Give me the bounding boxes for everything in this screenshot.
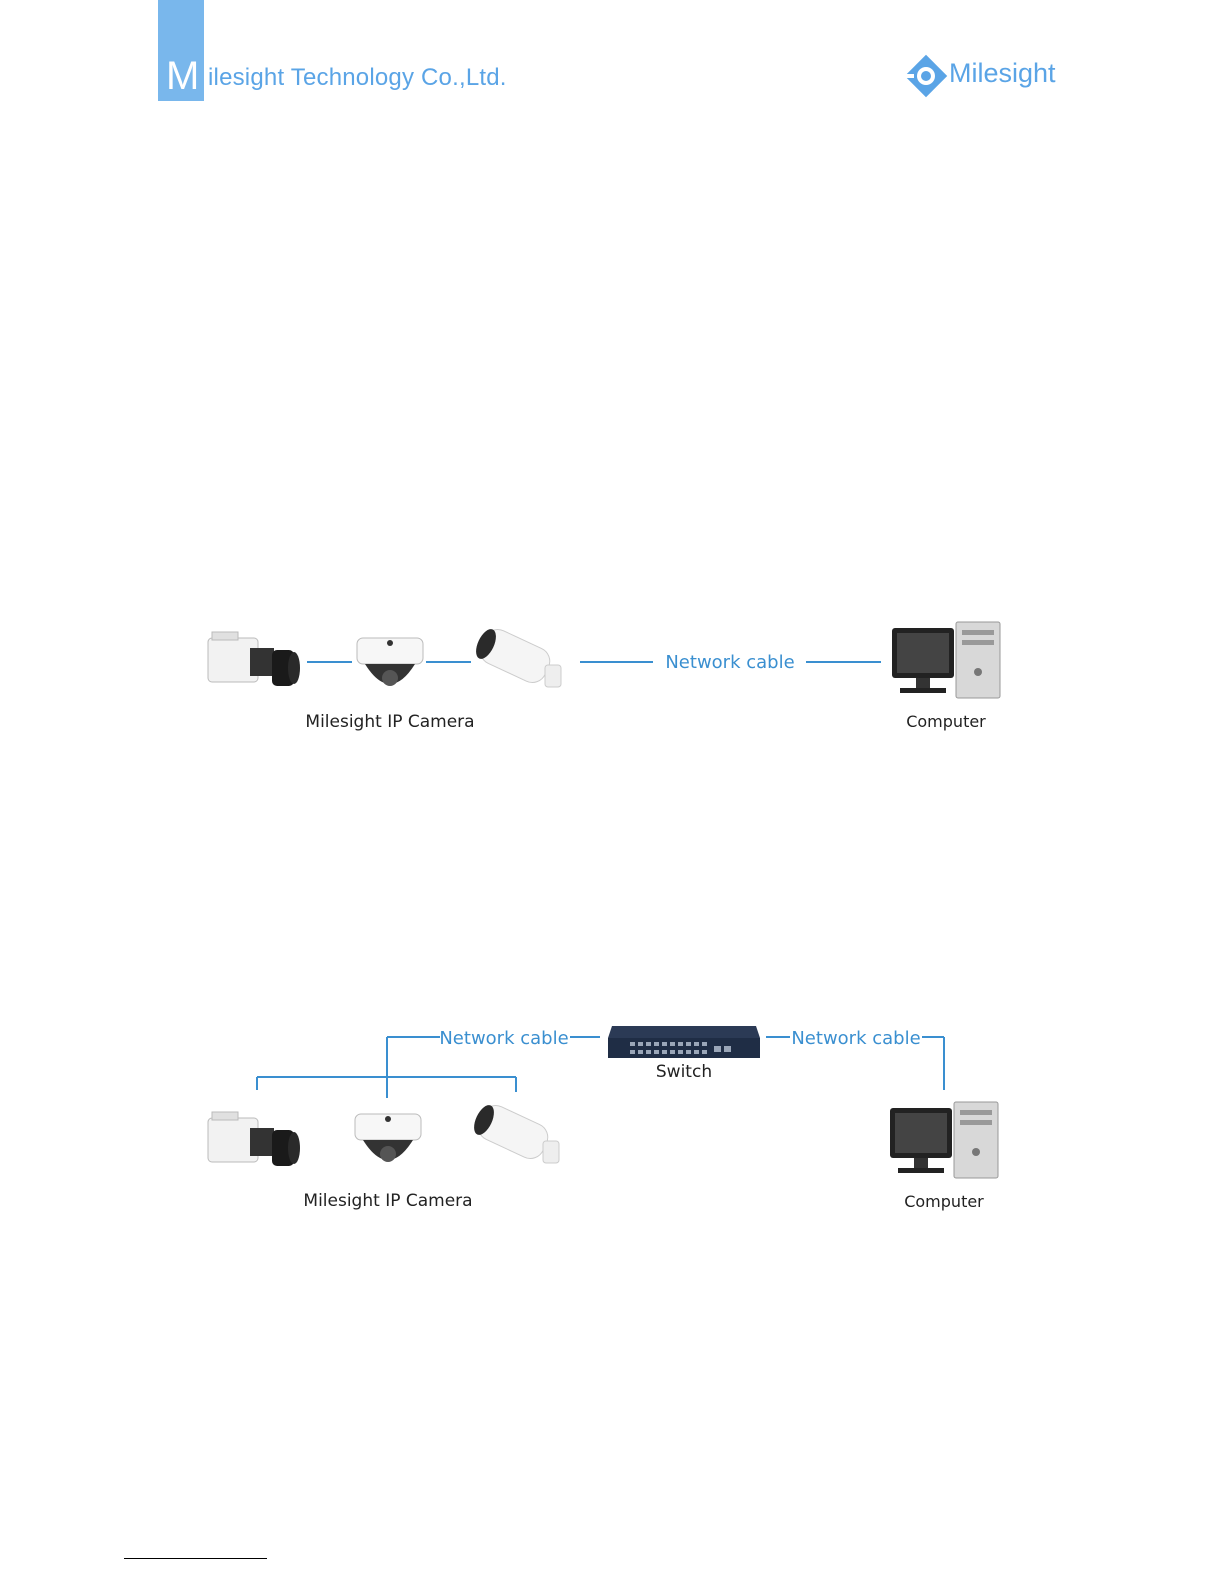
computer-label: Computer bbox=[904, 1192, 984, 1211]
bullet-camera-icon bbox=[472, 625, 561, 687]
switch-label: Switch bbox=[656, 1062, 712, 1082]
switch-icon bbox=[608, 1026, 760, 1058]
bullet-camera-icon bbox=[470, 1101, 559, 1163]
computer-icon bbox=[892, 622, 1000, 698]
network-cable-left-label: Network cable bbox=[439, 1028, 568, 1049]
dome-camera-icon bbox=[355, 1114, 421, 1162]
footnote-separator bbox=[124, 1558, 267, 1559]
brand-name: Milesight bbox=[949, 58, 1056, 89]
camera-label: Milesight IP Camera bbox=[305, 712, 474, 732]
company-initial: M bbox=[166, 54, 199, 98]
switch-connection-diagram: Network cable Switch Network cable bbox=[200, 1010, 1020, 1220]
box-camera-icon bbox=[208, 1112, 300, 1166]
dome-camera-icon bbox=[357, 638, 423, 686]
direct-connection-diagram: Network cable Milesight IP Camera Comput… bbox=[200, 610, 1020, 750]
network-cable-right-label: Network cable bbox=[791, 1028, 920, 1049]
computer-icon bbox=[890, 1102, 998, 1178]
company-name: ilesight Technology Co.,Ltd. bbox=[208, 64, 507, 92]
camera-label: Milesight IP Camera bbox=[303, 1191, 472, 1211]
computer-label: Computer bbox=[906, 712, 986, 731]
box-camera-icon bbox=[208, 632, 300, 686]
network-cable-label: Network cable bbox=[665, 652, 794, 673]
